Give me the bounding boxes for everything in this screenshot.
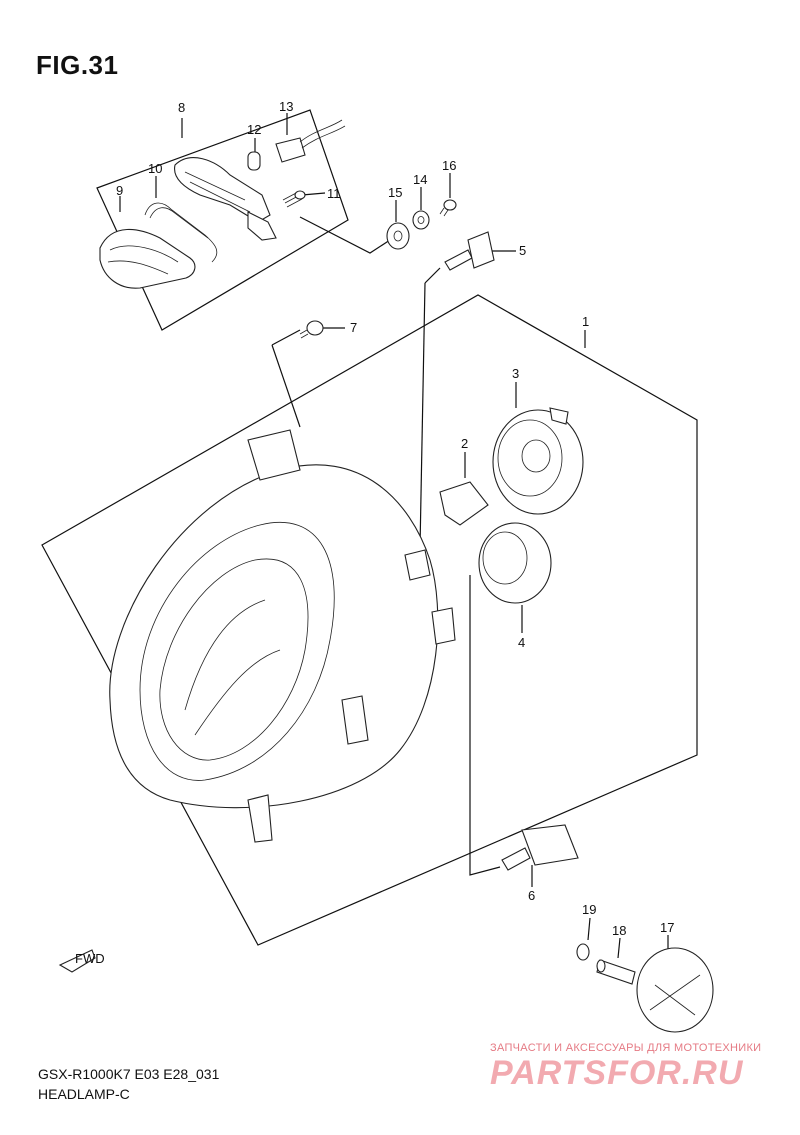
cap-part-17	[636, 947, 714, 1033]
callout-13: 13	[279, 99, 293, 114]
callout-6: 6	[528, 888, 535, 903]
pin-part-18	[596, 959, 636, 985]
figure-title: FIG.31	[36, 50, 119, 80]
callout-18: 18	[612, 923, 626, 938]
callout-1: 1	[582, 314, 589, 329]
leader-lines	[119, 113, 669, 959]
mounting-screw-part-7	[299, 320, 324, 339]
callout-17: 17	[660, 920, 674, 935]
headlamp-assembly-panel-outline	[41, 294, 698, 946]
grommet-part-15	[386, 222, 410, 250]
headlamp-housing-part-1	[109, 429, 456, 843]
washer-part-19	[576, 943, 590, 961]
position-bulb-part-12	[247, 151, 261, 171]
callout-14: 14	[413, 172, 427, 187]
bulb-socket-part-13	[275, 119, 346, 163]
wiring-harness-part-10	[144, 157, 277, 263]
socket-part-2	[439, 481, 489, 526]
callout-3: 3	[512, 366, 519, 381]
callout-7: 7	[350, 320, 357, 335]
forward-direction-marker: FWD	[58, 949, 105, 973]
dust-cover-part-3	[492, 407, 584, 515]
lens-cover-part-9	[99, 228, 196, 289]
callout-8: 8	[178, 100, 185, 115]
callout-11: 11	[327, 186, 341, 201]
model-code: GSX-R1000K7 E03 E28_031	[38, 1066, 220, 1082]
main-bulb-part-5	[444, 231, 495, 271]
callout-15: 15	[388, 185, 402, 200]
fwd-label: FWD	[75, 951, 105, 966]
washer-part-14	[412, 210, 430, 230]
callout-4: 4	[518, 635, 525, 650]
callout-5: 5	[519, 243, 526, 258]
callout-9: 9	[116, 183, 123, 198]
callout-2: 2	[461, 436, 468, 451]
watermark-logo: PARTSFOR.RU	[490, 1054, 744, 1092]
forward-arrow-icon	[58, 949, 96, 973]
callout-19: 19	[582, 902, 596, 917]
callout-10: 10	[148, 161, 162, 176]
bolt-part-16	[439, 199, 457, 217]
screw-part-11	[282, 190, 306, 208]
watermark-tagline: ЗАПЧАСТИ И АКСЕССУАРЫ ДЛЯ МОТОТЕХНИКИ	[490, 1042, 762, 1054]
bulb-part-6	[501, 824, 579, 871]
callout-12: 12	[247, 122, 261, 137]
dust-cover-part-4	[478, 522, 552, 604]
callout-16: 16	[442, 158, 456, 173]
section-name: HEADLAMP-C	[38, 1086, 130, 1102]
callout-labels: 1 2 3 4 5 6 7 8 9 10 11 12 13 14 15 16 1…	[116, 99, 674, 938]
